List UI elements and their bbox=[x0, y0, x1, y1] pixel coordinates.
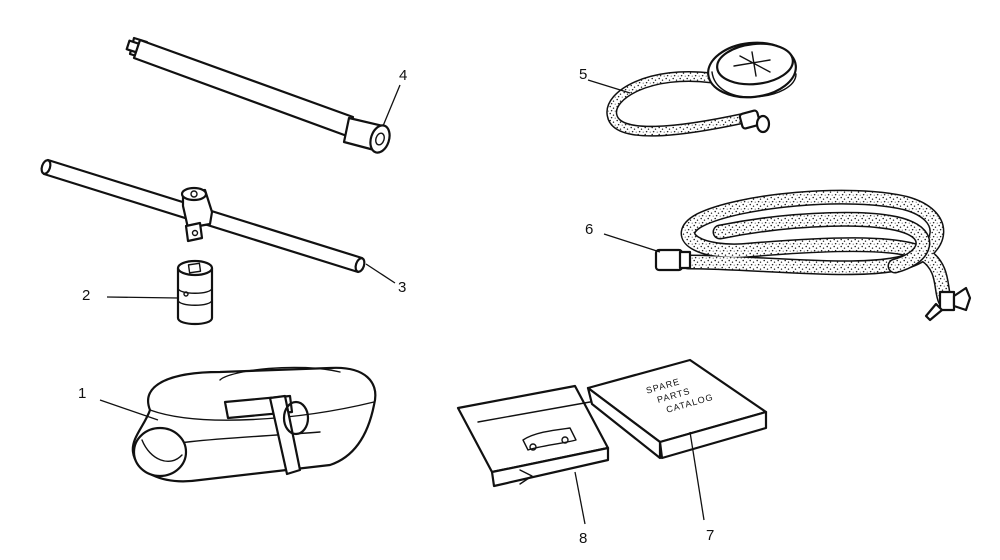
callout-2: 2 bbox=[82, 287, 91, 304]
tommy-bar-icon bbox=[40, 158, 366, 274]
socket-icon bbox=[176, 259, 214, 326]
spare-parts-catalog-icon: SPARE PARTS CATALOG bbox=[586, 358, 768, 460]
air-hose-icon bbox=[654, 189, 972, 322]
callout-8: 8 bbox=[579, 530, 588, 547]
callout-4: 4 bbox=[399, 67, 408, 84]
callout-6: 6 bbox=[585, 221, 594, 238]
leader-lines bbox=[99, 79, 705, 525]
callout-3: 3 bbox=[398, 279, 407, 296]
extension-bar-icon bbox=[125, 36, 391, 154]
tyre-pressure-gauge-icon bbox=[606, 41, 797, 137]
callout-7: 7 bbox=[706, 527, 715, 544]
callout-1: 1 bbox=[78, 385, 87, 402]
owners-handbook-icon bbox=[456, 384, 610, 488]
tool-roll-icon bbox=[131, 366, 377, 483]
callout-5: 5 bbox=[579, 66, 588, 83]
